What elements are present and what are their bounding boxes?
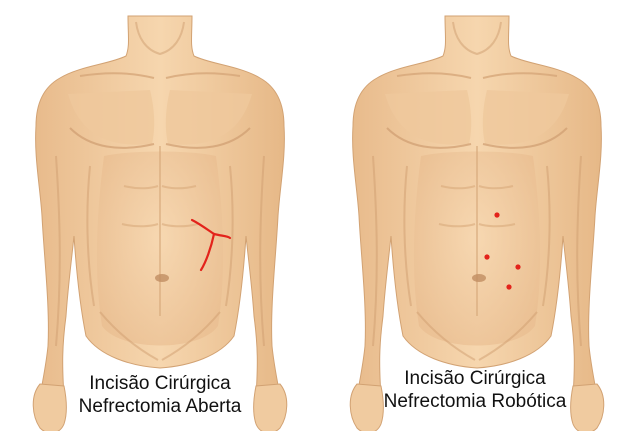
caption-open-line1: Incisão Cirúrgica: [89, 373, 231, 394]
caption-robotic-line2: Nefrectomia Robótica: [383, 391, 567, 412]
port-site-2: [484, 254, 490, 260]
caption-robotic-nephrectomy: Incisão Cirúrgica Nefrectomia Robótica: [355, 367, 595, 413]
port-site-3: [515, 264, 521, 270]
caption-robotic-line1: Incisão Cirúrgica: [404, 368, 546, 389]
torso-open-figure: [32, 15, 288, 431]
port-site-4: [506, 284, 512, 290]
caption-open-line2: Nefrectomia Aberta: [78, 396, 242, 417]
port-site-1: [494, 212, 500, 218]
caption-open-nephrectomy: Incisão Cirúrgica Nefrectomia Aberta: [40, 372, 280, 418]
open-incision-mark: [190, 218, 232, 272]
robotic-port-sites: [484, 212, 521, 290]
